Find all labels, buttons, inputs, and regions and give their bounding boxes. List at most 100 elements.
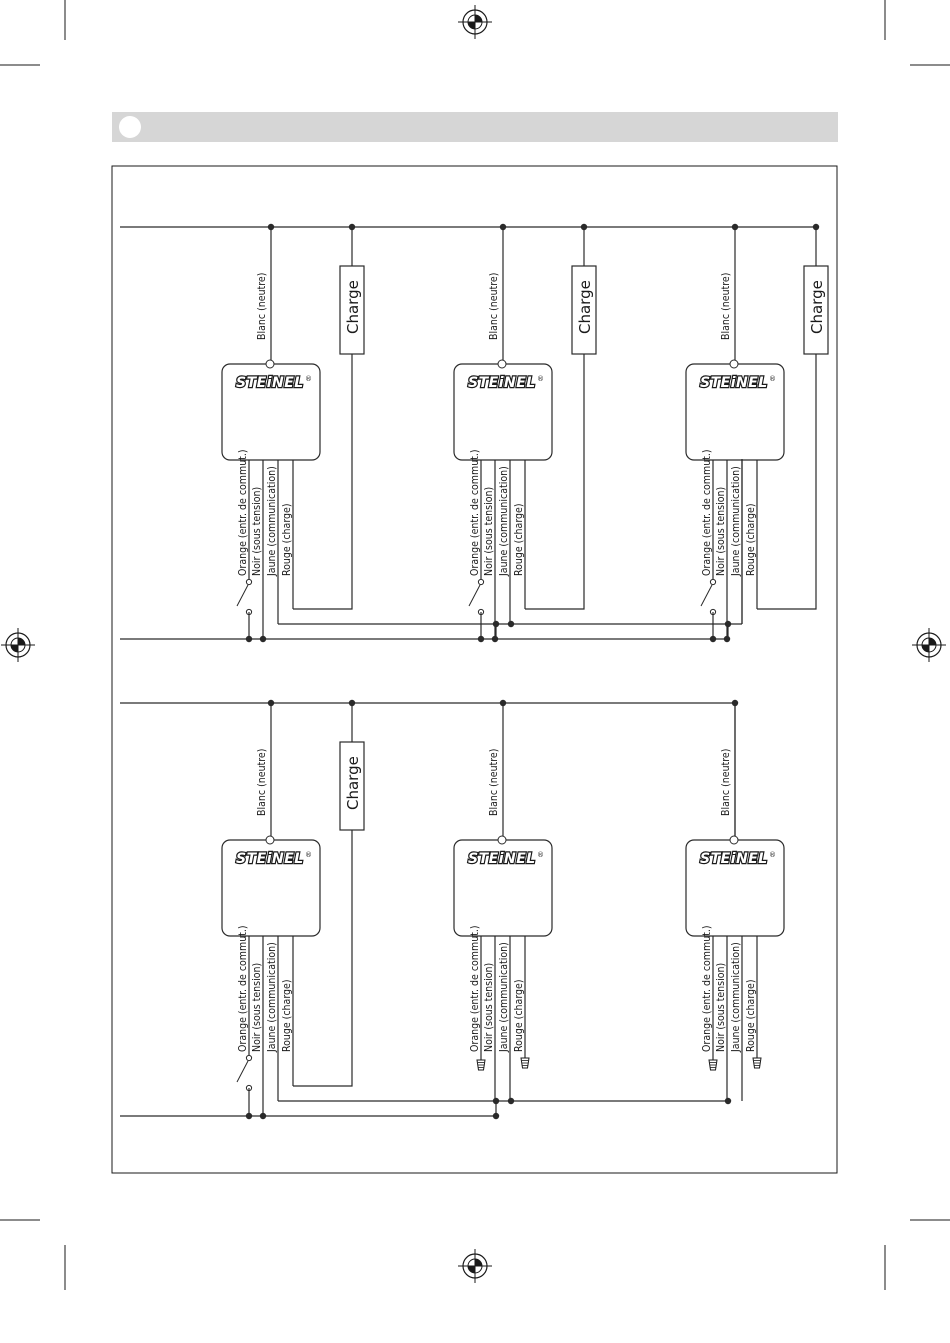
switch-input-wire-label: Orange (entr. de commut.) [469, 925, 481, 1052]
sensor-indicator [265, 359, 275, 369]
crop-marks [0, 0, 950, 1290]
switch-icon [468, 578, 485, 616]
junction-dot [812, 223, 820, 231]
junction-dot [580, 223, 588, 231]
sensor-indicator [265, 835, 275, 845]
communication-wire-label: Jaune (communication) [266, 466, 278, 577]
switch-input-wire-label: Orange (entr. de commut.) [237, 449, 249, 576]
load-label: Charge [344, 280, 362, 334]
registered-mark: ® [537, 851, 544, 859]
neutral-wire-label: Blanc (neutre) [488, 273, 500, 340]
switch-input-wire-label: Orange (entr. de commut.) [701, 449, 713, 576]
load-wire-label: Rouge (charge) [513, 503, 525, 576]
load-label: Charge [576, 280, 594, 334]
wire-segment [293, 354, 353, 610]
load-label: Charge [344, 756, 362, 810]
sensor-indicator [497, 835, 507, 845]
junction-dot [348, 699, 356, 707]
switch-icon [236, 1054, 253, 1092]
wire-segment [293, 830, 353, 1087]
switch-contact [245, 1054, 253, 1062]
load-box [571, 265, 597, 355]
wire-segment [757, 354, 817, 610]
switch-contact [477, 578, 485, 586]
junction-dot [477, 635, 485, 643]
steinel-module: STEiNEL® [453, 359, 553, 461]
brand-logo: STEiNEL [700, 851, 768, 867]
load-box [803, 265, 829, 355]
switch-input-wire-label: Orange (entr. de commut.) [701, 925, 713, 1052]
steinel-module: STEiNEL® [685, 359, 785, 461]
load-wire-label: Rouge (charge) [513, 979, 525, 1052]
live-wire-label: Noir (sous tension) [715, 963, 727, 1052]
diagram-frame [111, 165, 838, 1174]
neutral-wire-label: Blanc (neutre) [720, 273, 732, 340]
communication-wire-label: Jaune (communication) [498, 942, 510, 1053]
section-header-bar [112, 112, 838, 142]
live-wire-label: Noir (sous tension) [483, 487, 495, 576]
wire-nut-icon [752, 1057, 762, 1069]
switch-contact [709, 578, 717, 586]
steinel-module: STEiNEL® [685, 835, 785, 937]
neutral-wire-label: Blanc (neutre) [488, 749, 500, 816]
sensor-indicator [729, 835, 739, 845]
brand-logo: STEiNEL [236, 851, 304, 867]
junction-dot [499, 699, 507, 707]
junction-dot [348, 223, 356, 231]
registration-mark-bottom [457, 1248, 493, 1284]
load-label: Charge [808, 280, 826, 334]
communication-wire-label: Jaune (communication) [730, 942, 742, 1053]
load-wire-label: Rouge (charge) [281, 979, 293, 1052]
load-wire-label: Rouge (charge) [281, 503, 293, 576]
junction-dot [499, 223, 507, 231]
junction-dot [507, 1097, 515, 1105]
junction-dot [259, 1112, 267, 1120]
switch-lever [236, 584, 249, 607]
live-wire-label: Noir (sous tension) [715, 487, 727, 576]
switch-icon [236, 578, 253, 616]
brand-logo: STEiNEL [468, 851, 536, 867]
junction-dot [245, 635, 253, 643]
load-wire-label: Rouge (charge) [745, 503, 757, 576]
junction-dot [709, 635, 717, 643]
switch-input-wire-label: Orange (entr. de commut.) [469, 449, 481, 576]
junction-dot [267, 699, 275, 707]
registered-mark: ® [769, 851, 776, 859]
steinel-module: STEiNEL® [221, 359, 321, 461]
circuits: STEiNEL®Blanc (neutre)Orange (entr. de c… [120, 223, 829, 1120]
junction-dot [731, 223, 739, 231]
communication-wire-label: Jaune (communication) [266, 942, 278, 1053]
sensor-indicator [729, 359, 739, 369]
junction-dot [245, 1112, 253, 1120]
live-wire-label: Noir (sous tension) [251, 963, 263, 1052]
switch-lever [236, 1060, 249, 1083]
brand-logo: STEiNEL [468, 375, 536, 391]
neutral-wire-label: Blanc (neutre) [256, 749, 268, 816]
registered-mark: ® [769, 375, 776, 383]
registered-mark: ® [305, 851, 312, 859]
steinel-module: STEiNEL® [453, 835, 553, 937]
wire-segment [525, 354, 585, 610]
registered-mark: ® [305, 375, 312, 383]
neutral-wire-label: Blanc (neutre) [256, 273, 268, 340]
communication-wire-label: Jaune (communication) [730, 466, 742, 577]
multi-location-circuit: STEiNEL®Blanc (neutre)Orange (entr. de c… [120, 699, 785, 1120]
section-number-badge [119, 116, 141, 138]
live-wire-label: Noir (sous tension) [483, 963, 495, 1052]
live-wire-label: Noir (sous tension) [251, 487, 263, 576]
registration-mark-top [457, 4, 493, 40]
wire-nut-icon [520, 1057, 530, 1069]
brand-logo: STEiNEL [236, 375, 304, 391]
junction-dot [491, 635, 499, 643]
junction-dot [723, 635, 731, 643]
junction-dot [724, 1097, 732, 1105]
sensor-indicator [497, 359, 507, 369]
junction-dot [507, 620, 515, 628]
three-way-circuit: STEiNEL®Blanc (neutre)Orange (entr. de c… [120, 223, 829, 643]
junction-dot [492, 1112, 500, 1120]
wire-nut-icon [476, 1059, 486, 1071]
switch-contact [245, 578, 253, 586]
neutral-wire-label: Blanc (neutre) [720, 749, 732, 816]
communication-wire-label: Jaune (communication) [498, 466, 510, 577]
